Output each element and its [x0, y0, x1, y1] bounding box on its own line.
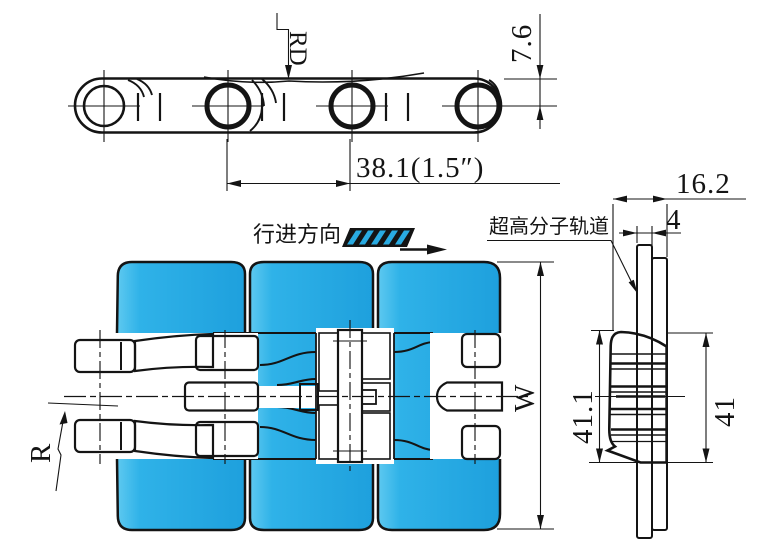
hub-ribs [610, 353, 666, 443]
outer-height-text: 41 [709, 396, 741, 427]
plan-view [60, 260, 532, 532]
dim-16-2: 16.2 [612, 168, 746, 331]
dim-4: 4 [619, 204, 682, 256]
end-view [595, 244, 685, 539]
dim-w: W [497, 261, 554, 530]
dim-41-1: 41.1 [567, 329, 713, 464]
track-label-text: 超高分子轨道 [489, 215, 609, 238]
dim-pitch-38-1: 38.1(1.5″) [226, 139, 560, 191]
dim-rd: RD [276, 13, 311, 79]
direction-arrowhead [427, 244, 447, 255]
hinge-pin [192, 70, 264, 142]
chain-link-strip [73, 77, 503, 134]
dim-7-6: 7.6 [504, 14, 557, 129]
joint1-knuckles [73, 332, 215, 460]
dim-r: R [25, 402, 119, 492]
track-width-text: 4 [666, 204, 682, 236]
plate-tick-marks [136, 93, 410, 121]
label-travel-direction: 行进方向 [253, 222, 447, 255]
label-track: 超高分子轨道 [487, 215, 638, 294]
hinge-band-curves [213, 331, 434, 461]
leader-arrowhead [285, 65, 292, 79]
height-dim-text: 7.6 [506, 24, 538, 63]
side-elevation-view [68, 70, 512, 142]
centerlines [64, 320, 532, 474]
pitch-dim-text: 38.1(1.5″) [356, 152, 484, 184]
joint4-knuckles [435, 332, 504, 461]
width-label: W [509, 384, 541, 412]
direction-symbol [342, 228, 447, 255]
track-leader-arrowhead [628, 279, 638, 294]
direction-text: 行进方向 [253, 222, 341, 247]
hinge-hole [68, 70, 140, 142]
dim-41: 41 [666, 332, 741, 463]
crown-radius-arcs [203, 72, 425, 84]
link-hub-profile [604, 330, 668, 464]
inner-height-text: 41.1 [567, 389, 599, 444]
overall-width-text: 16.2 [676, 168, 731, 200]
rd-label: RD [284, 31, 311, 66]
hinge-pin [442, 70, 512, 142]
radius-label: R [25, 443, 57, 463]
